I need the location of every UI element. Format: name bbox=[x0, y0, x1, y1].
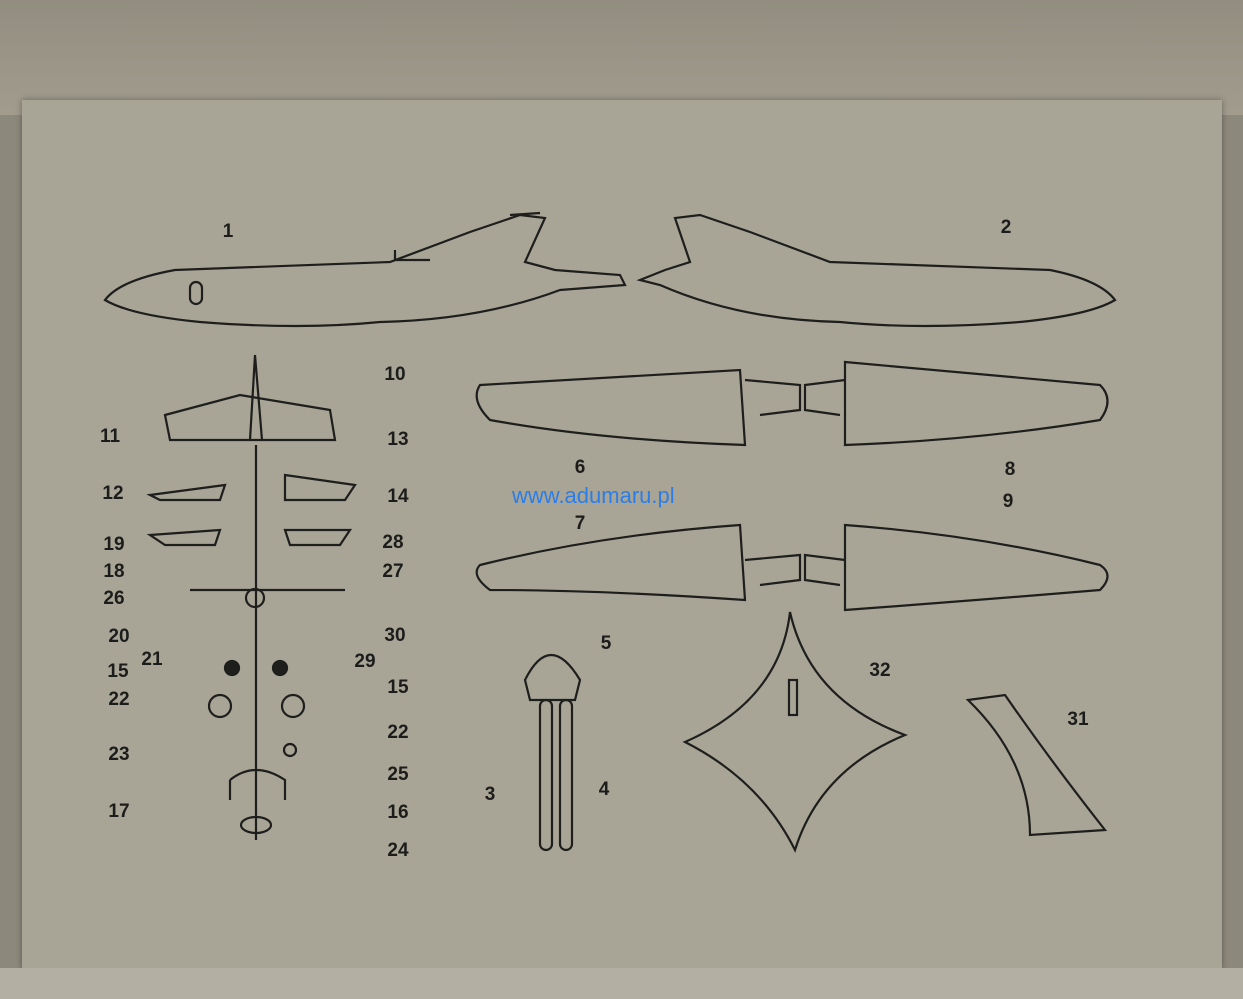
part-label: 14 bbox=[387, 486, 409, 507]
part-label: 29 bbox=[354, 651, 376, 672]
sheet-fold-top bbox=[0, 0, 1243, 115]
display-stand-arm bbox=[965, 693, 1108, 837]
part-label: 13 bbox=[387, 429, 409, 450]
part-label: 26 bbox=[103, 588, 125, 609]
part-label: 15 bbox=[387, 677, 409, 698]
part-label: 10 bbox=[384, 364, 406, 385]
part-label: 16 bbox=[387, 802, 409, 823]
part-label: 19 bbox=[103, 534, 125, 555]
fuselage-half-right bbox=[636, 213, 1117, 328]
part-label: 22 bbox=[108, 689, 130, 710]
part-label: 25 bbox=[387, 764, 409, 785]
wing-lower-right bbox=[803, 523, 1109, 612]
part-label: 22 bbox=[387, 722, 409, 743]
part-label: 11 bbox=[99, 426, 121, 447]
wing-lower-left bbox=[475, 523, 802, 602]
part-label: 28 bbox=[382, 532, 404, 553]
part-label: 4 bbox=[598, 779, 610, 800]
sheet-fold-bottom bbox=[0, 968, 1243, 999]
part-label: 24 bbox=[387, 840, 409, 861]
wing-upper-left bbox=[475, 368, 802, 447]
part-label: 32 bbox=[869, 660, 891, 681]
fuselage-half-left bbox=[103, 211, 627, 328]
part-label: 9 bbox=[1002, 491, 1014, 512]
display-stand-base bbox=[682, 611, 909, 853]
part-label: 31 bbox=[1067, 709, 1089, 730]
part-label: 20 bbox=[108, 626, 130, 647]
wing-upper-right bbox=[803, 360, 1109, 447]
part-label: 7 bbox=[574, 513, 586, 534]
part-label: 30 bbox=[384, 625, 406, 646]
part-label: 8 bbox=[1004, 459, 1016, 480]
part-label: 21 bbox=[141, 649, 163, 670]
part-label: 18 bbox=[103, 561, 125, 582]
part-label: 15 bbox=[107, 661, 129, 682]
part-label: 23 bbox=[108, 744, 130, 765]
part-label: 17 bbox=[108, 801, 130, 822]
instruction-sheet bbox=[22, 100, 1222, 970]
part-label: 12 bbox=[102, 483, 124, 504]
part-label: 5 bbox=[600, 633, 612, 654]
part-label: 27 bbox=[382, 561, 404, 582]
part-label: 2 bbox=[1000, 217, 1012, 238]
part-label: 6 bbox=[574, 457, 586, 478]
watermark-text: www.adumaru.pl bbox=[512, 483, 675, 508]
part-label: 1 bbox=[222, 221, 234, 242]
sprue-tree bbox=[146, 354, 357, 840]
part-label: 3 bbox=[484, 784, 496, 805]
landing-gear-strut-parts bbox=[523, 653, 582, 852]
